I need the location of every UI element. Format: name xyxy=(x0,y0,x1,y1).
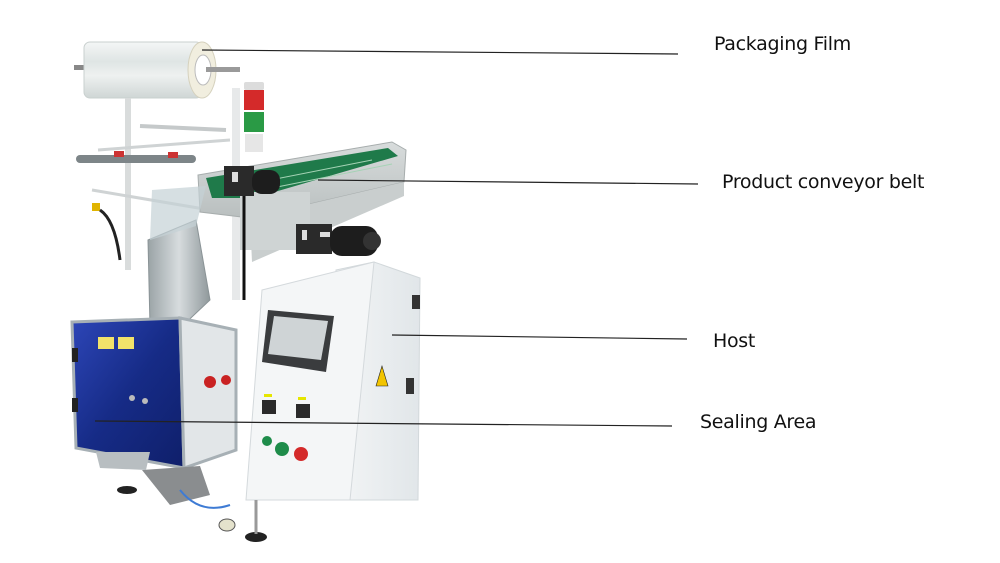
callout-lines xyxy=(94,49,699,427)
label-product-conveyor-belt: Product conveyor belt xyxy=(722,171,925,193)
label-host: Host xyxy=(713,330,756,352)
signal-tower-light xyxy=(244,82,264,152)
packaging-film-roll xyxy=(74,41,240,99)
label-packaging-film: Packaging Film xyxy=(714,33,851,55)
sealing-area-door xyxy=(70,316,238,471)
touch-screen-hmi xyxy=(262,310,334,372)
conveyor-motor-upper xyxy=(224,166,280,300)
product-hopper xyxy=(147,186,211,331)
label-sealing-area: Sealing Area xyxy=(700,411,817,433)
conveyor-motor-lower xyxy=(296,224,381,256)
callout-line-packaging-film xyxy=(201,49,679,55)
host-cabinet xyxy=(245,261,421,501)
callout-line-product-conveyor-belt xyxy=(317,179,699,185)
machine-base xyxy=(96,452,267,542)
callout-line-host xyxy=(391,334,688,340)
callout-line-sealing-area xyxy=(94,420,673,427)
control-panel xyxy=(262,394,310,461)
